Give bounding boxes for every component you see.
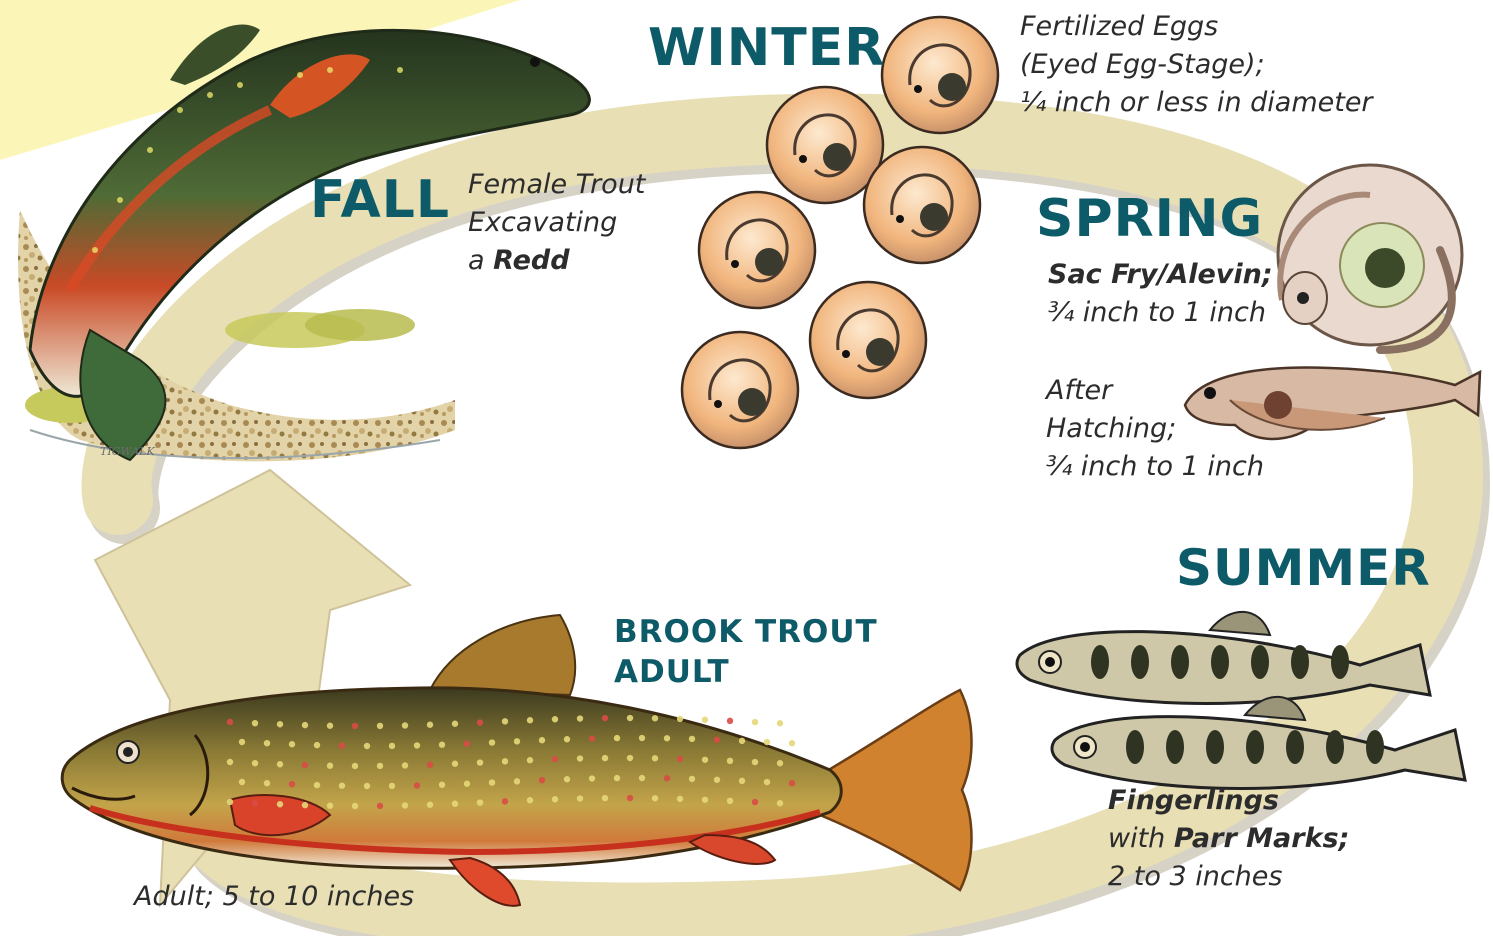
caption-hatching-line3: ¾ inch to 1 inch xyxy=(1046,448,1264,486)
caption-fall-redd: Redd xyxy=(493,245,569,276)
caption-sac-fry-bold: Sac Fry/Alevin; xyxy=(1048,259,1273,290)
season-title-winter: WINTER xyxy=(648,22,885,74)
egg xyxy=(882,17,998,133)
caption-winter-line1: Fertilized Eggs xyxy=(1020,8,1373,46)
egg xyxy=(699,192,815,308)
caption-fall-line1: Female Trout xyxy=(468,166,645,204)
egg xyxy=(810,282,926,398)
eyed-eggs-cluster-illustration xyxy=(682,17,998,448)
adult-title-line2: ADULT xyxy=(614,652,878,692)
egg xyxy=(682,332,798,448)
caption-summer-bold: Fingerlings xyxy=(1108,785,1279,816)
caption-spring-after-hatching: After Hatching; ¾ inch to 1 inch xyxy=(1046,372,1264,486)
egg xyxy=(767,87,883,203)
caption-sac-fry-line1: Sac Fry/Alevin; xyxy=(1048,256,1273,294)
adult-title-line1: BROOK TROUT xyxy=(614,612,878,652)
caption-summer-line1: Fingerlings xyxy=(1108,782,1349,820)
caption-summer-line2-prefix: with xyxy=(1108,823,1174,854)
caption-hatching-line2: Hatching; xyxy=(1046,410,1264,448)
egg xyxy=(864,147,980,263)
fingerling xyxy=(1052,697,1465,789)
caption-adult: Adult; 5 to 10 inches xyxy=(134,878,414,916)
adult-title: BROOK TROUT ADULT xyxy=(614,612,878,692)
season-title-spring: SPRING xyxy=(1036,193,1263,245)
caption-fall-line2: Excavating xyxy=(468,204,645,242)
caption-summer-parr-marks: Parr Marks; xyxy=(1174,823,1350,854)
caption-fall-line3-prefix: a xyxy=(468,245,493,276)
caption-winter-line2: (Eyed Egg-Stage); xyxy=(1020,46,1373,84)
caption-fall: Female Trout Excavating a Redd xyxy=(468,166,645,280)
caption-hatching-line1: After xyxy=(1046,372,1264,410)
artist-signature: TIGWALK xyxy=(100,445,155,458)
caption-spring-sac-fry: Sac Fry/Alevin; ¾ inch to 1 inch xyxy=(1048,256,1273,332)
season-title-summer: SUMMER xyxy=(1176,543,1431,593)
caption-sac-fry-line2: ¾ inch to 1 inch xyxy=(1048,294,1273,332)
caption-fall-line3: a Redd xyxy=(468,242,645,280)
caption-summer-fingerlings: Fingerlings with Parr Marks; 2 to 3 inch… xyxy=(1108,782,1349,896)
caption-summer-line2: with Parr Marks; xyxy=(1108,820,1349,858)
caption-summer-line3: 2 to 3 inches xyxy=(1108,858,1349,896)
caption-winter-eggs: Fertilized Eggs (Eyed Egg-Stage); ¼ inch… xyxy=(1020,8,1373,122)
caption-winter-line3: ¼ inch or less in diameter xyxy=(1020,84,1373,122)
season-title-fall: FALL xyxy=(310,174,450,226)
